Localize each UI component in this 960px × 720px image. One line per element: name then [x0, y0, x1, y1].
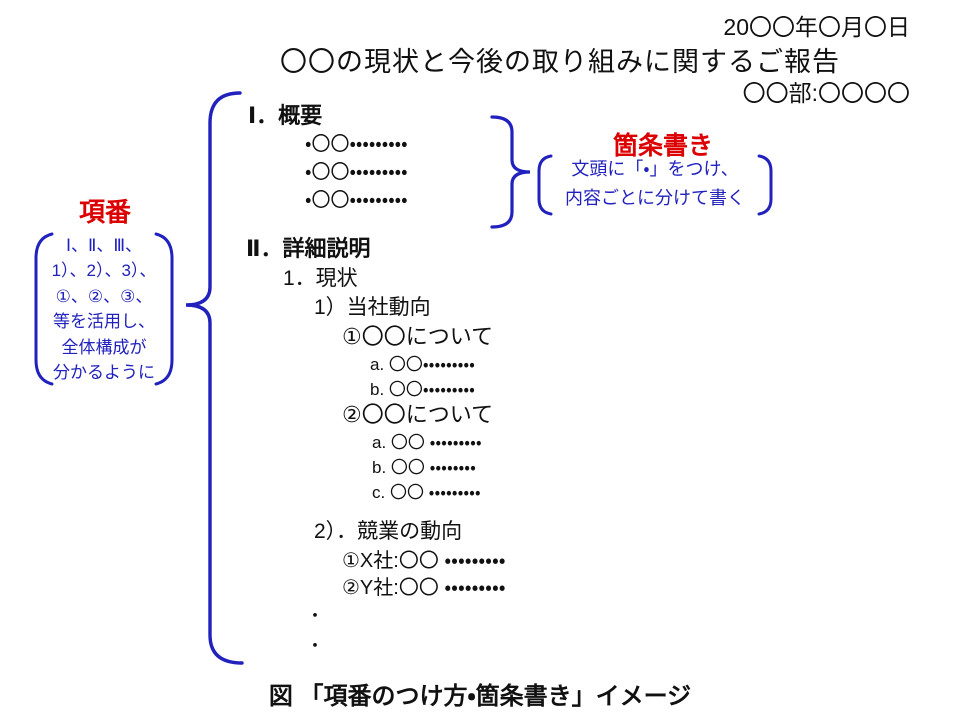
kouban-note-line: ①、②、③、 — [55, 286, 153, 306]
kajougaki-note-text: 文頭に「・」をつけ、 内容ごとに分けて書く — [533, 155, 777, 213]
kouban-note-text: Ⅰ、Ⅱ、Ⅲ、 1）、2）、3）、 ①、②、③、 等を活用し、 全体構成が 分かる… — [28, 233, 180, 385]
section1-bullet: ・〇〇・・・・・・・・・ — [305, 190, 408, 211]
kajougaki-label: 箇条書き — [612, 132, 713, 160]
subitem1-circle2-c: c. 〇〇 ・・・・・・・・・ — [372, 483, 481, 502]
continuation-dot: ・ — [306, 636, 324, 656]
figure-caption: 図 「項番のつけ方・箇条書き」イメージ — [268, 683, 692, 710]
kajougaki-note-line: 文頭に「・」をつけ、 — [571, 159, 739, 179]
section2-heading: Ⅱ．詳細説明 — [246, 236, 371, 261]
department-author: 〇〇部:〇〇〇〇 — [742, 80, 910, 106]
subitem2: 2）．競業の動向 — [314, 520, 463, 543]
continuation-dot: ・ — [306, 606, 324, 626]
kouban-note-line: 等を活用し、 — [53, 312, 155, 332]
kouban-bracket-icon — [34, 232, 174, 386]
bullets-right-brace-icon — [490, 115, 531, 229]
kouban-label: 項番 — [78, 197, 131, 227]
subitem2-circle1: ①X社:〇〇 ・・・・・・・・・ — [342, 550, 506, 572]
kouban-note-line: 1）、2）、3）、 — [51, 261, 157, 281]
subitem1-circle1-b: b. 〇〇・・・・・・・・・ — [370, 380, 475, 399]
section1-bullet: ・〇〇・・・・・・・・・ — [305, 162, 408, 183]
kouban-note-line: Ⅰ、Ⅱ、Ⅲ、 — [65, 236, 143, 255]
document-date: 20〇〇年〇月〇日 — [723, 14, 910, 40]
subitem1-circle2-a: a. 〇〇 ・・・・・・・・・ — [372, 433, 482, 452]
section2-item1: 1．現状 — [283, 267, 358, 290]
outline-left-brace-icon — [185, 91, 244, 665]
subitem2-circle2: ②Y社:〇〇 ・・・・・・・・・ — [342, 577, 506, 599]
section1-bullet: ・〇〇・・・・・・・・・ — [305, 134, 408, 155]
kajougaki-note: 文頭に「・」をつけ、 内容ごとに分けて書く — [533, 153, 777, 217]
subitem1-circle1-a: a. 〇〇・・・・・・・・・ — [370, 355, 475, 374]
section1-heading: Ⅰ．概要 — [248, 103, 323, 128]
kajougaki-note-line: 内容ごとに分けて書く — [565, 188, 745, 208]
subitem1-circle2-b: b. 〇〇 ・・・・・・・・ — [372, 458, 476, 477]
kouban-note-line: 全体構成が — [61, 337, 147, 357]
kouban-note: Ⅰ、Ⅱ、Ⅲ、 1）、2）、3）、 ①、②、③、 等を活用し、 全体構成が 分かる… — [28, 230, 180, 388]
subitem1-circle1: ①〇〇について — [342, 324, 494, 349]
kajougaki-bracket-icon — [537, 154, 773, 216]
subitem1: 1）当社動向 — [314, 296, 431, 319]
subitem1-circle2: ②〇〇について — [342, 402, 494, 427]
kouban-note-line: 分かるように — [53, 363, 155, 383]
document-title: 〇〇の現状と今後の取り組みに関するご報告 — [280, 47, 840, 77]
